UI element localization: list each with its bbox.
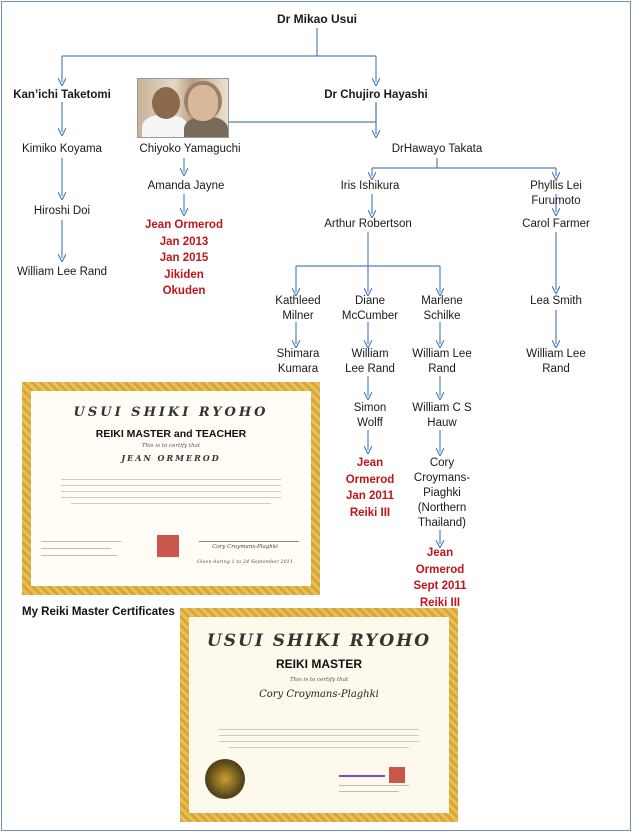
node-lea-smith: Lea Smith [530, 295, 582, 307]
node-william-lee-rand-right: William Lee Rand [526, 348, 586, 375]
node-amanda-jayne: Amanda Jayne [147, 180, 225, 192]
node-jean-ormerod-2011: Jean Ormerod Jan 2011 Reiki III [345, 457, 395, 519]
cert1-certify-text: This is to certify that [141, 443, 201, 449]
node-chiyoko-yamaguchi: Chiyoko Yamaguchi [139, 143, 241, 155]
node-jean-ormerod-jikiden: Jean Ormerod Jan 2013 Jan 2015 Jikiden O… [145, 219, 223, 297]
node-william-hauw: William C S Hauw [412, 402, 472, 429]
node-marlene-schilke: Marlene Schilke [421, 295, 463, 322]
node-shimara-kumara: Shimara Kumara [276, 348, 320, 375]
node-mikao-usui: Dr Mikao Usui [276, 12, 358, 26]
node-carol-farmer: Carol Farmer [522, 218, 590, 230]
cert2-certify-text: This is to certify that [289, 677, 349, 683]
certificates-caption: My Reiki Master Certificates [22, 606, 175, 618]
cert2-script-title: USUI SHIKI RYOHO [206, 631, 432, 651]
cert2-heading: REIKI MASTER [275, 657, 362, 671]
node-william-lee-rand-left: William Lee Rand [16, 266, 108, 278]
node-william-lee-rand-mid: William Lee Rand [345, 348, 395, 375]
node-arthur-robertson: Arthur Robertson [324, 218, 412, 230]
node-kathleed-milner: Kathleed Milner [275, 295, 321, 322]
cert2-recipient-name: Cory Croymans-Plaghki [259, 689, 379, 700]
node-william-lee-rand-schilke: William Lee Rand [412, 348, 472, 375]
cert1-recipient-name: JEAN ORMEROD [121, 453, 221, 463]
cert2-red-seal [389, 767, 405, 783]
cert2-gold-seal [205, 759, 245, 799]
certificate-reiki-master: USUI SHIKI RYOHO REIKI MASTER This is to… [180, 608, 458, 822]
cert1-heading: REIKI MASTER and TEACHER [95, 428, 247, 440]
node-kanichi-taketomi: Kan’ichi Taketomi [13, 89, 111, 101]
node-iris-ishikura: Iris Ishikura [340, 180, 400, 192]
node-diane-mccumber: Diane McCumber [341, 295, 399, 322]
node-hiroshi-doi: Hiroshi Doi [33, 205, 91, 217]
certificate-master-teacher: USUI SHIKI RYOHO REIKI MASTER and TEACHE… [22, 382, 320, 595]
cert1-script-title: USUI SHIKI RYOHO [73, 405, 269, 420]
yamaguchi-photo [137, 78, 229, 138]
cert1-signer: Cory Croymans-Plaghki [212, 544, 278, 550]
node-phyllis-furumoto: Phyllis Lei Furumoto [530, 180, 582, 207]
node-hawayo-takata: DrHawayo Takata [391, 143, 483, 155]
node-chujiro-hayashi: Dr Chujiro Hayashi [324, 89, 428, 101]
node-cory-croymans: Cory Croymans- Piaghki (Northern Thailan… [413, 457, 471, 529]
node-jean-ormerod-sept-2011: Jean Ormerod Sept 2011 Reiki III [413, 547, 467, 609]
cert1-date: Given during 1 to 24 September 2011 [196, 559, 294, 565]
node-kimiko-koyama: Kimiko Koyama [22, 143, 102, 155]
cert1-red-seal [157, 535, 179, 557]
node-simon-wolff: Simon Wolff [353, 402, 387, 429]
